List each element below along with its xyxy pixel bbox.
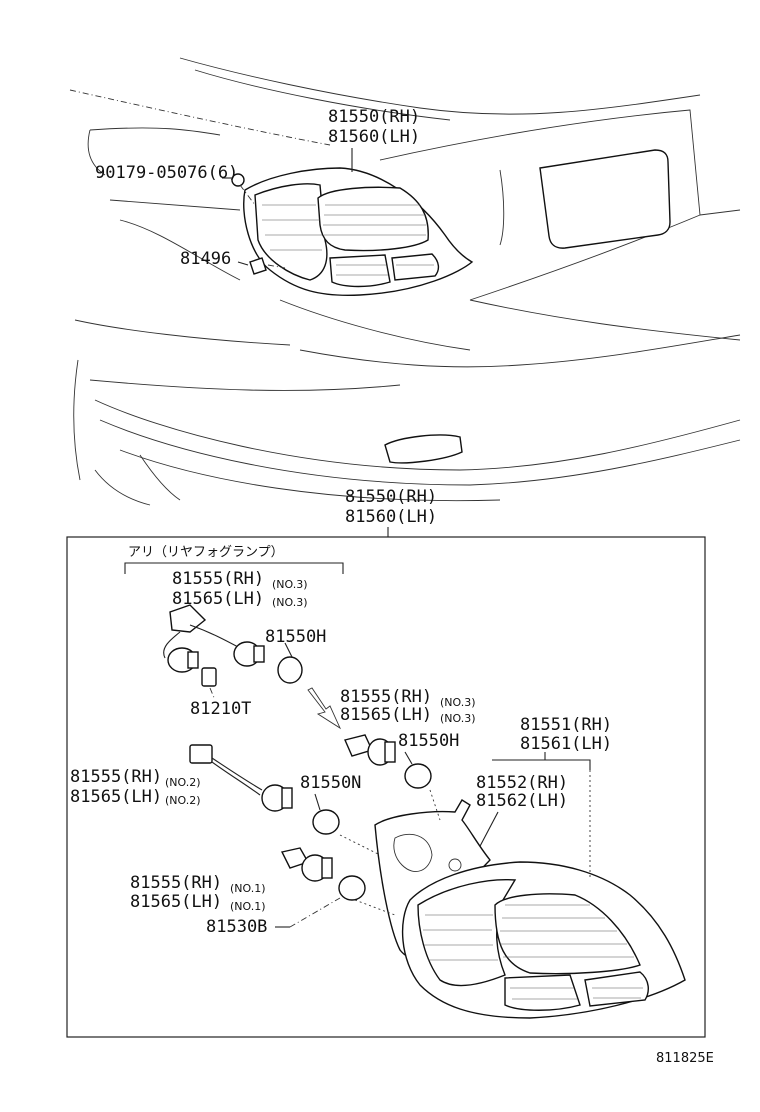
- label-bulb-h: 81550H: [265, 627, 326, 647]
- bulb-n-icon: [312, 809, 340, 835]
- diagram-code: 811825E: [656, 1051, 714, 1066]
- lens-hatching-top: [262, 204, 434, 276]
- label-lens-lh: 81561(LH): [520, 734, 612, 754]
- label-lens-rh: 81551(RH): [520, 715, 612, 735]
- label-tail-lamp-rh-box: 81550(RH): [345, 487, 437, 507]
- label-socket-no1-rh-sub: (NO.1): [230, 882, 266, 895]
- fog-lamp-note: アリ（リヤフォグランプ）: [128, 545, 284, 560]
- label-socket-no2-rh: 81555(RH): [70, 767, 162, 787]
- label-socket-no3b-rh-sub: (NO.3): [440, 696, 476, 709]
- label-socket-no3-rh: 81555(RH): [172, 569, 264, 589]
- label-socket-no3-rh-sub: (NO.3): [272, 578, 308, 591]
- label-socket-no3-lh: 81565(LH): [172, 589, 264, 609]
- label-socket-no2-rh-sub: (NO.2): [165, 776, 201, 789]
- socket-no1[interactable]: [280, 847, 366, 901]
- arrow-icon: [307, 687, 342, 730]
- label-socket-no3b-rh: 81555(RH): [340, 687, 432, 707]
- label-bulb-h2: 81550H: [398, 731, 459, 751]
- label-bulb-n: 81550N: [300, 773, 361, 793]
- label-socket-no1-lh-sub: (NO.1): [230, 900, 266, 913]
- label-socket-no3b-lh-sub: (NO.3): [440, 712, 476, 725]
- tail-lamp-assembly[interactable]: [401, 861, 686, 1019]
- bulb-h2-icon: [404, 763, 432, 789]
- exploded-view-frame: [66, 536, 706, 1038]
- label-socket-no2-lh-sub: (NO.2): [165, 794, 201, 807]
- label-gasket-rh: 81552(RH): [476, 773, 568, 793]
- tail-lamp-installed[interactable]: [231, 167, 474, 297]
- label-gasket-lh: 81562(LH): [476, 791, 568, 811]
- socket-no3-harness[interactable]: [163, 604, 303, 687]
- bulb-h-icon: [277, 656, 303, 684]
- label-socket-no2-lh: 81565(LH): [70, 787, 162, 807]
- label-socket-no3-lh-sub: (NO.3): [272, 596, 308, 609]
- label-tail-lamp-lh-top: 81560(LH): [328, 127, 420, 147]
- vehicle-rear-outline: [69, 57, 741, 506]
- bulb-b-icon: [338, 875, 366, 901]
- label-clip: 81496: [180, 249, 231, 269]
- socket-no3b[interactable]: [344, 734, 432, 789]
- socket-no2-harness[interactable]: [189, 744, 340, 835]
- lens-hatching-box: [423, 904, 643, 1000]
- label-socket-no1-lh: 81565(LH): [130, 892, 222, 912]
- label-socket-no1-rh: 81555(RH): [130, 873, 222, 893]
- bulb-t-icon: [201, 667, 217, 687]
- label-bulb-b: 81530B: [206, 917, 267, 937]
- label-tail-lamp-lh-box: 81560(LH): [345, 507, 437, 527]
- label-nut: 90179-05076(6): [95, 163, 238, 183]
- label-socket-no3b-lh: 81565(LH): [340, 705, 432, 725]
- clip-icon: [249, 257, 267, 275]
- label-tail-lamp-rh-top: 81550(RH): [328, 107, 420, 127]
- nut-icon: [231, 173, 245, 187]
- label-bulb-t: 81210T: [190, 699, 251, 719]
